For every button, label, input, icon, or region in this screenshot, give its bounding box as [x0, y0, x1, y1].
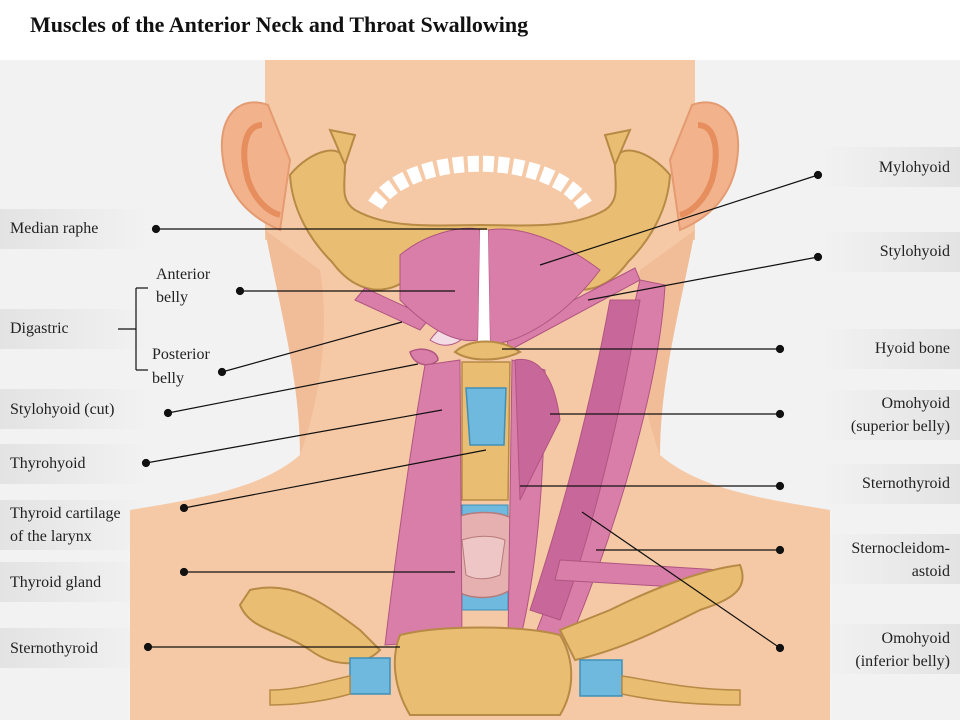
label-thyroid-gland: Thyroid gland: [10, 574, 102, 591]
label-omohyoid-inferior-line1: Omohyoid: [881, 630, 950, 647]
label-sternothyroid-left: Sternothyroid: [10, 640, 98, 657]
label-thyroid-cartilage-line2: of the larynx: [10, 528, 92, 545]
stylohyoid-cut: [409, 348, 439, 366]
label-band: [820, 329, 960, 369]
label-sternothyroid-right: Sternothyroid: [862, 475, 950, 492]
label-mylohyoid: Mylohyoid: [878, 159, 950, 176]
larynx-trachea: [449, 361, 516, 611]
label-digastric: Digastric: [10, 320, 69, 337]
label-sternocleidomastoid-line1: Sternocleidom-: [851, 540, 950, 557]
mylohyoid-muscle: [399, 227, 601, 346]
label-band: [0, 628, 150, 668]
label-thyrohyoid: Thyrohyoid: [10, 455, 86, 472]
label-thyroid-cartilage-line1: Thyroid cartilage: [10, 505, 121, 522]
label-sternocleidomastoid-line2: astoid: [911, 563, 950, 580]
label-band: [820, 147, 960, 187]
leader-lines: [118, 170, 823, 653]
label-band: [0, 444, 150, 484]
label-posterior-belly-line1: Posterior: [152, 346, 210, 363]
label-stylohyoid-cut: Stylohyoid (cut): [10, 401, 115, 418]
label-omohyoid-superior-line2: (superior belly): [850, 418, 950, 435]
label-posterior-belly-line2: belly: [152, 370, 184, 387]
label-omohyoid-superior-line1: Omohyoid: [881, 395, 950, 412]
label-hyoid-bone: Hyoid bone: [874, 340, 950, 357]
ear-right: [668, 101, 740, 232]
diagram-title: Muscles of the Anterior Neck and Throat …: [30, 12, 529, 37]
ear-left: [220, 101, 292, 232]
label-band: [820, 232, 960, 272]
label-band: [0, 389, 150, 429]
lower-teeth: [368, 155, 592, 210]
label-band: [820, 624, 960, 674]
label-anterior-belly-line2: belly: [156, 289, 188, 306]
strap-muscles: [384, 358, 561, 646]
label-band: [0, 209, 150, 249]
label-band: [820, 534, 960, 584]
hyoid-bone: [453, 340, 522, 361]
label-median-raphe: Median raphe: [10, 220, 99, 237]
label-band: [820, 464, 960, 504]
label-band: [0, 500, 150, 550]
label-band: [0, 562, 150, 602]
label-stylohyoid: Stylohyoid: [879, 243, 950, 260]
label-anterior-belly-line1: Anterior: [156, 266, 211, 283]
label-band: [820, 390, 960, 440]
clavicle-sternum-bones: [238, 563, 744, 716]
label-omohyoid-inferior-line2: (inferior belly): [855, 653, 950, 670]
